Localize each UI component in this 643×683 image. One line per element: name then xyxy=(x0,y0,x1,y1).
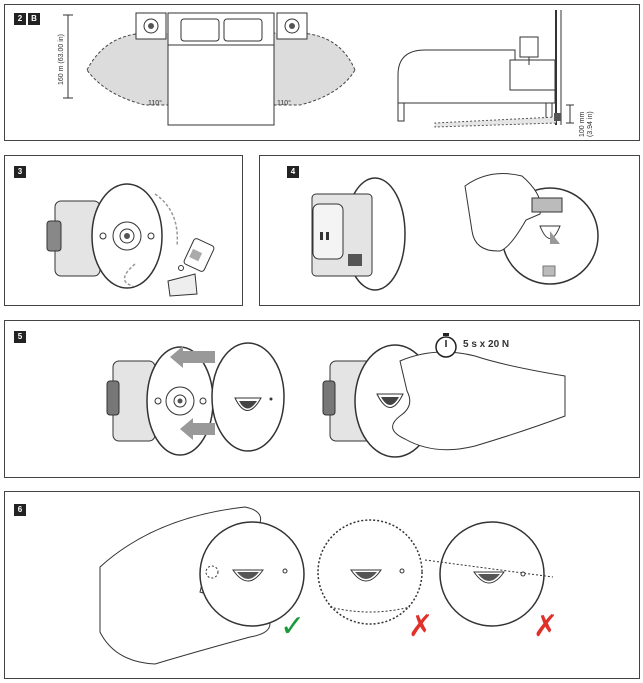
orientation-illustration xyxy=(99,506,554,665)
panel-step-5: 5 5 s x 20 N xyxy=(4,320,640,478)
panel-step-4: 4 xyxy=(259,155,640,306)
panel-step-3: 3 xyxy=(4,155,243,306)
press-duration-label: 5 s x 20 N xyxy=(463,339,510,350)
detection-area-right xyxy=(272,32,356,106)
cross-mark-icon-1: ✗ xyxy=(408,609,434,644)
lamp-shade xyxy=(519,36,539,58)
pull-tab xyxy=(531,197,563,213)
floor-height-label: 100 mm (3.94 in) xyxy=(579,111,594,137)
mounting-illustration xyxy=(106,333,566,458)
pillow-left xyxy=(180,18,220,42)
bed-illustration xyxy=(63,10,574,128)
pillow-right xyxy=(223,18,263,42)
sensor-cover xyxy=(211,342,285,452)
cleaning-illustration xyxy=(46,183,215,297)
nightstand-left xyxy=(135,12,167,40)
step-badge-2b: B xyxy=(28,13,40,25)
hand-pressing xyxy=(392,351,566,451)
panel-step-2: 2 B 160 xyxy=(4,4,640,141)
panel-step-6: 6 ✓ ✗ ✗ xyxy=(4,491,640,679)
detection-area-left xyxy=(86,32,171,106)
step-badge-3: 3 xyxy=(14,166,26,178)
floor-detection-area xyxy=(434,116,557,128)
arrow-attach-top xyxy=(170,346,215,368)
hand-holding xyxy=(464,173,542,252)
step-badge-2: 2 xyxy=(14,13,26,25)
step-badge-6: 6 xyxy=(14,504,26,516)
nightstand-side xyxy=(509,59,556,91)
battery xyxy=(312,203,344,260)
step-badge-4: 4 xyxy=(287,166,299,178)
angle-label-right: 110° xyxy=(277,100,291,107)
height-label: 160 m (63.00 in) xyxy=(58,34,65,85)
step-badge-5: 5 xyxy=(14,331,26,343)
arrow-attach-bottom xyxy=(180,418,215,440)
angle-label-left: 110° xyxy=(148,100,162,107)
cleaning-cloth xyxy=(167,273,198,297)
battery-illustration xyxy=(311,173,599,291)
cross-mark-icon-2: ✗ xyxy=(533,609,559,644)
check-mark-icon: ✓ xyxy=(280,609,306,644)
